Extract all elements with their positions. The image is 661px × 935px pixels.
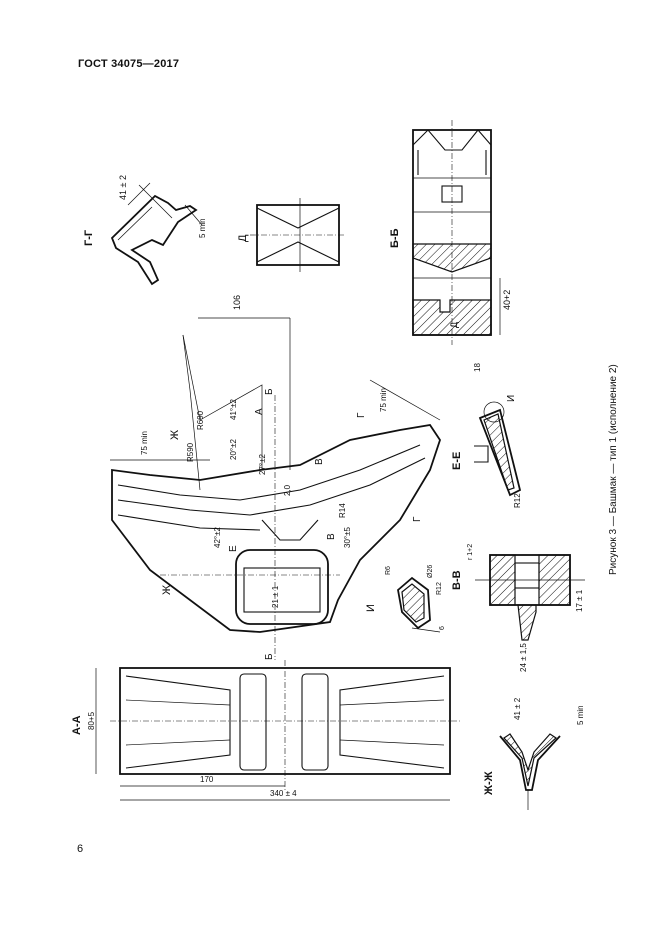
dim-r590: R590 [186,442,195,462]
view-a-a: А-А 80+5 170 340 ± 4 [71,660,460,801]
dim-41b: 41 ± 2 [513,697,522,720]
dim-42deg: 42°±2 [213,527,222,548]
dim-106: 106 [232,295,242,310]
dim-20deg: 20°±2 [229,439,238,460]
dim-170: 170 [200,775,214,784]
label-v-bottom: В [326,533,337,540]
dim-21: 21 ± 1 [271,585,280,608]
label-g-bottom: Г [412,516,423,522]
dim-26: Ø26 [427,565,434,578]
label-g-g: Г-Г [83,229,95,246]
dim-41: 41 ± 2 [118,175,128,200]
label-e-e: Е-Е [451,452,463,470]
label-e: Е [228,545,239,552]
label-zh-zh: Ж-Ж [483,771,495,796]
page-number: 6 [77,843,84,855]
dim-5min-b: 5 min [576,705,585,725]
dim-24: 24 ± 1,5 [519,643,528,672]
section-e-e-view: Е-Е 18 R12 И [451,363,522,508]
dim-17: 17 ± 1 [575,589,584,612]
label-b-b: Б-Б [389,228,401,248]
dim-6: 6 [439,626,446,630]
section-zh-zh-view: Ж-Ж 41 ± 2 5 min [483,697,585,810]
dim-r12b: R12 [436,582,443,595]
dim-r690: R690 [196,410,205,430]
dim-40: 40+2 [502,290,512,310]
dim-r1: r 1+2 [467,544,474,560]
label-v-v: В-В [451,570,463,590]
label-v-top: В [314,458,325,465]
label-i: И [365,604,377,612]
dim-80: 80+5 [87,711,96,730]
label-b-bottom: Б [264,653,275,660]
section-b-b-view: Б-Б 40+2 Д [389,120,512,345]
dim-5min-a: 5 min [198,218,207,238]
view-d: Д [237,198,346,272]
dim-340: 340 ± 4 [270,789,297,798]
detail-i-view: И R6 Ø26 R12 6 [365,565,446,633]
dim-30deg: 30°±5 [343,527,352,548]
label-d: Д [237,234,249,242]
dim-27deg: 27°±2 [258,454,267,475]
dim-75min-b: 75 min [379,388,388,412]
dim-18: 18 [473,363,482,372]
dim-r12a: R12 [513,493,522,508]
main-side-view: 106 75 min 75 min R690 R590 41°±2 20°±2 … [110,295,441,660]
label-g-top: Г [356,412,367,418]
label-zh-top: Ж [169,430,181,440]
label-b-top: Б [264,388,275,395]
dim-r14: R14 [338,503,347,518]
dim-75min-a: 75 min [140,431,149,455]
dim-41deg: 41°±2 [229,399,238,420]
section-g-g-view: Г-Г 41 ± 2 5 min [83,175,207,286]
document-header: ГОСТ 34075—2017 [78,58,180,70]
section-v-v-view: В-В r 1+2 24 ± 1,5 17 ± 1 [451,544,585,672]
label-d-arrow: Д [449,322,459,328]
label-a-a: А-А [71,715,83,735]
label-i-e: И [506,395,517,402]
label-zh-bottom: Ж [161,585,173,595]
dim-r6: R6 [385,566,392,575]
dim-2: 2,0 [283,484,292,496]
label-a: А [254,408,265,415]
